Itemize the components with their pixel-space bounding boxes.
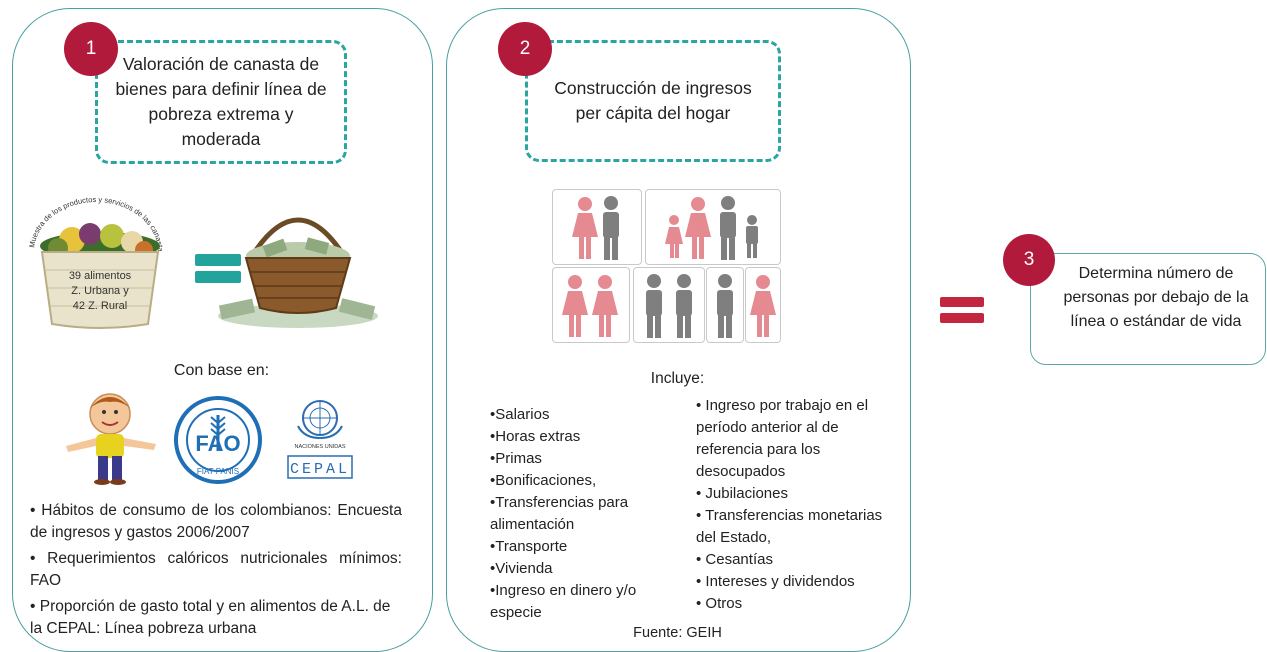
- male-icon: [676, 274, 692, 338]
- female-child-icon: [665, 215, 683, 258]
- step1-number-badge: 1: [64, 22, 118, 76]
- equals-sign-teal-bottom: [195, 271, 241, 283]
- male-icon: [603, 196, 619, 260]
- step3-box: Determina número de personas por debajo …: [1030, 253, 1266, 365]
- family-card-couple: [552, 189, 642, 265]
- step1-bullet-1: • Hábitos de consumo de los colombianos:…: [30, 502, 402, 541]
- income-item: •Ingreso en dinero y/o especie: [490, 582, 637, 621]
- income-items-right: • Ingreso por trabajo en el período ante…: [696, 395, 896, 615]
- money-basket-illustration: [218, 217, 378, 328]
- fao-logo-motto: FIAT PANIS: [197, 467, 239, 476]
- female-icon: [572, 197, 598, 259]
- income-item: •Transporte: [490, 538, 568, 555]
- income-item: • Jubilaciones: [696, 485, 788, 502]
- family-card-two-women: [552, 267, 630, 343]
- family-card-with-children: [645, 189, 781, 265]
- cepal-logo: NACIONES UNIDAS CEPAL: [287, 400, 353, 479]
- income-item: •Salarios: [490, 406, 550, 423]
- income-item: • Otros: [696, 595, 743, 612]
- family-card-two-men: [633, 267, 705, 343]
- based-on-label: Con base en:: [173, 362, 270, 379]
- income-item: •Primas: [490, 450, 542, 467]
- female-icon: [562, 275, 588, 337]
- un-logo-text: NACIONES UNIDAS: [294, 444, 345, 450]
- female-icon: [685, 197, 711, 259]
- fao-logo: FAO FIAT PANIS: [174, 396, 262, 484]
- family-couple-icons: [572, 196, 619, 260]
- source-note: Fuente: GEIH: [633, 625, 722, 641]
- income-item: • Transferencias monetarias del Estado,: [696, 507, 883, 546]
- step1-title: Valoración de canasta de bienes para def…: [115, 54, 327, 149]
- step3-number-badge: 3: [1003, 234, 1055, 286]
- single-woman-icon: [750, 275, 776, 337]
- family-card-single-woman: [745, 267, 781, 343]
- step1-title-box: Valoración de canasta de bienes para def…: [95, 40, 347, 164]
- equals-sign-red-bottom: [940, 313, 984, 323]
- male-icon: [646, 274, 662, 338]
- step3-title: Determina número de personas por debajo …: [1063, 265, 1249, 330]
- income-item: •Horas extras: [490, 428, 581, 445]
- cepal-logo-text: CEPAL: [290, 461, 350, 478]
- income-item: •Vivienda: [490, 560, 553, 577]
- male-child-icon: [746, 215, 758, 258]
- equals-sign-teal-top: [195, 254, 241, 266]
- basket-label-2: Z. Urbana y: [71, 285, 129, 297]
- step1-bullet-3: • Proporción de gasto total y en aliment…: [30, 598, 391, 637]
- includes-label: Incluye:: [650, 370, 705, 387]
- family-children-icons: [665, 196, 758, 260]
- male-icon: [720, 196, 736, 260]
- basket-label-1: 39 alimentos: [69, 270, 132, 282]
- income-item: •Bonificaciones,: [490, 472, 597, 489]
- female-icon: [750, 275, 776, 337]
- fao-logo-text: FAO: [195, 431, 240, 456]
- family-card-single-man: [706, 267, 744, 343]
- single-man-icon: [717, 274, 733, 338]
- step2-number-badge: 2: [498, 22, 552, 76]
- female-icon: [592, 275, 618, 337]
- income-items-left: •Salarios •Horas extras •Primas •Bonific…: [490, 404, 678, 624]
- income-item: •Transferencias para alimentación: [490, 494, 629, 533]
- income-item: • Ingreso por trabajo en el período ante…: [696, 397, 869, 480]
- family-two-men-icons: [646, 274, 692, 338]
- step1-bullet-2: • Requerimientos calóricos nutricionales…: [30, 550, 402, 589]
- cartoon-boy-illustration: [66, 393, 156, 485]
- basket-label-3: 42 Z. Rural: [73, 300, 127, 312]
- step2-title: Construcción de ingresos per cápita del …: [554, 78, 752, 123]
- income-item: • Cesantías: [696, 551, 773, 568]
- equals-sign-red-top: [940, 297, 984, 307]
- male-icon: [717, 274, 733, 338]
- step2-title-box: Construcción de ingresos per cápita del …: [525, 40, 781, 162]
- income-item: • Intereses y dividendos: [696, 573, 855, 590]
- family-two-women-icons: [562, 275, 618, 337]
- food-basket-illustration: Muestra de los productos y servicios de …: [20, 190, 165, 329]
